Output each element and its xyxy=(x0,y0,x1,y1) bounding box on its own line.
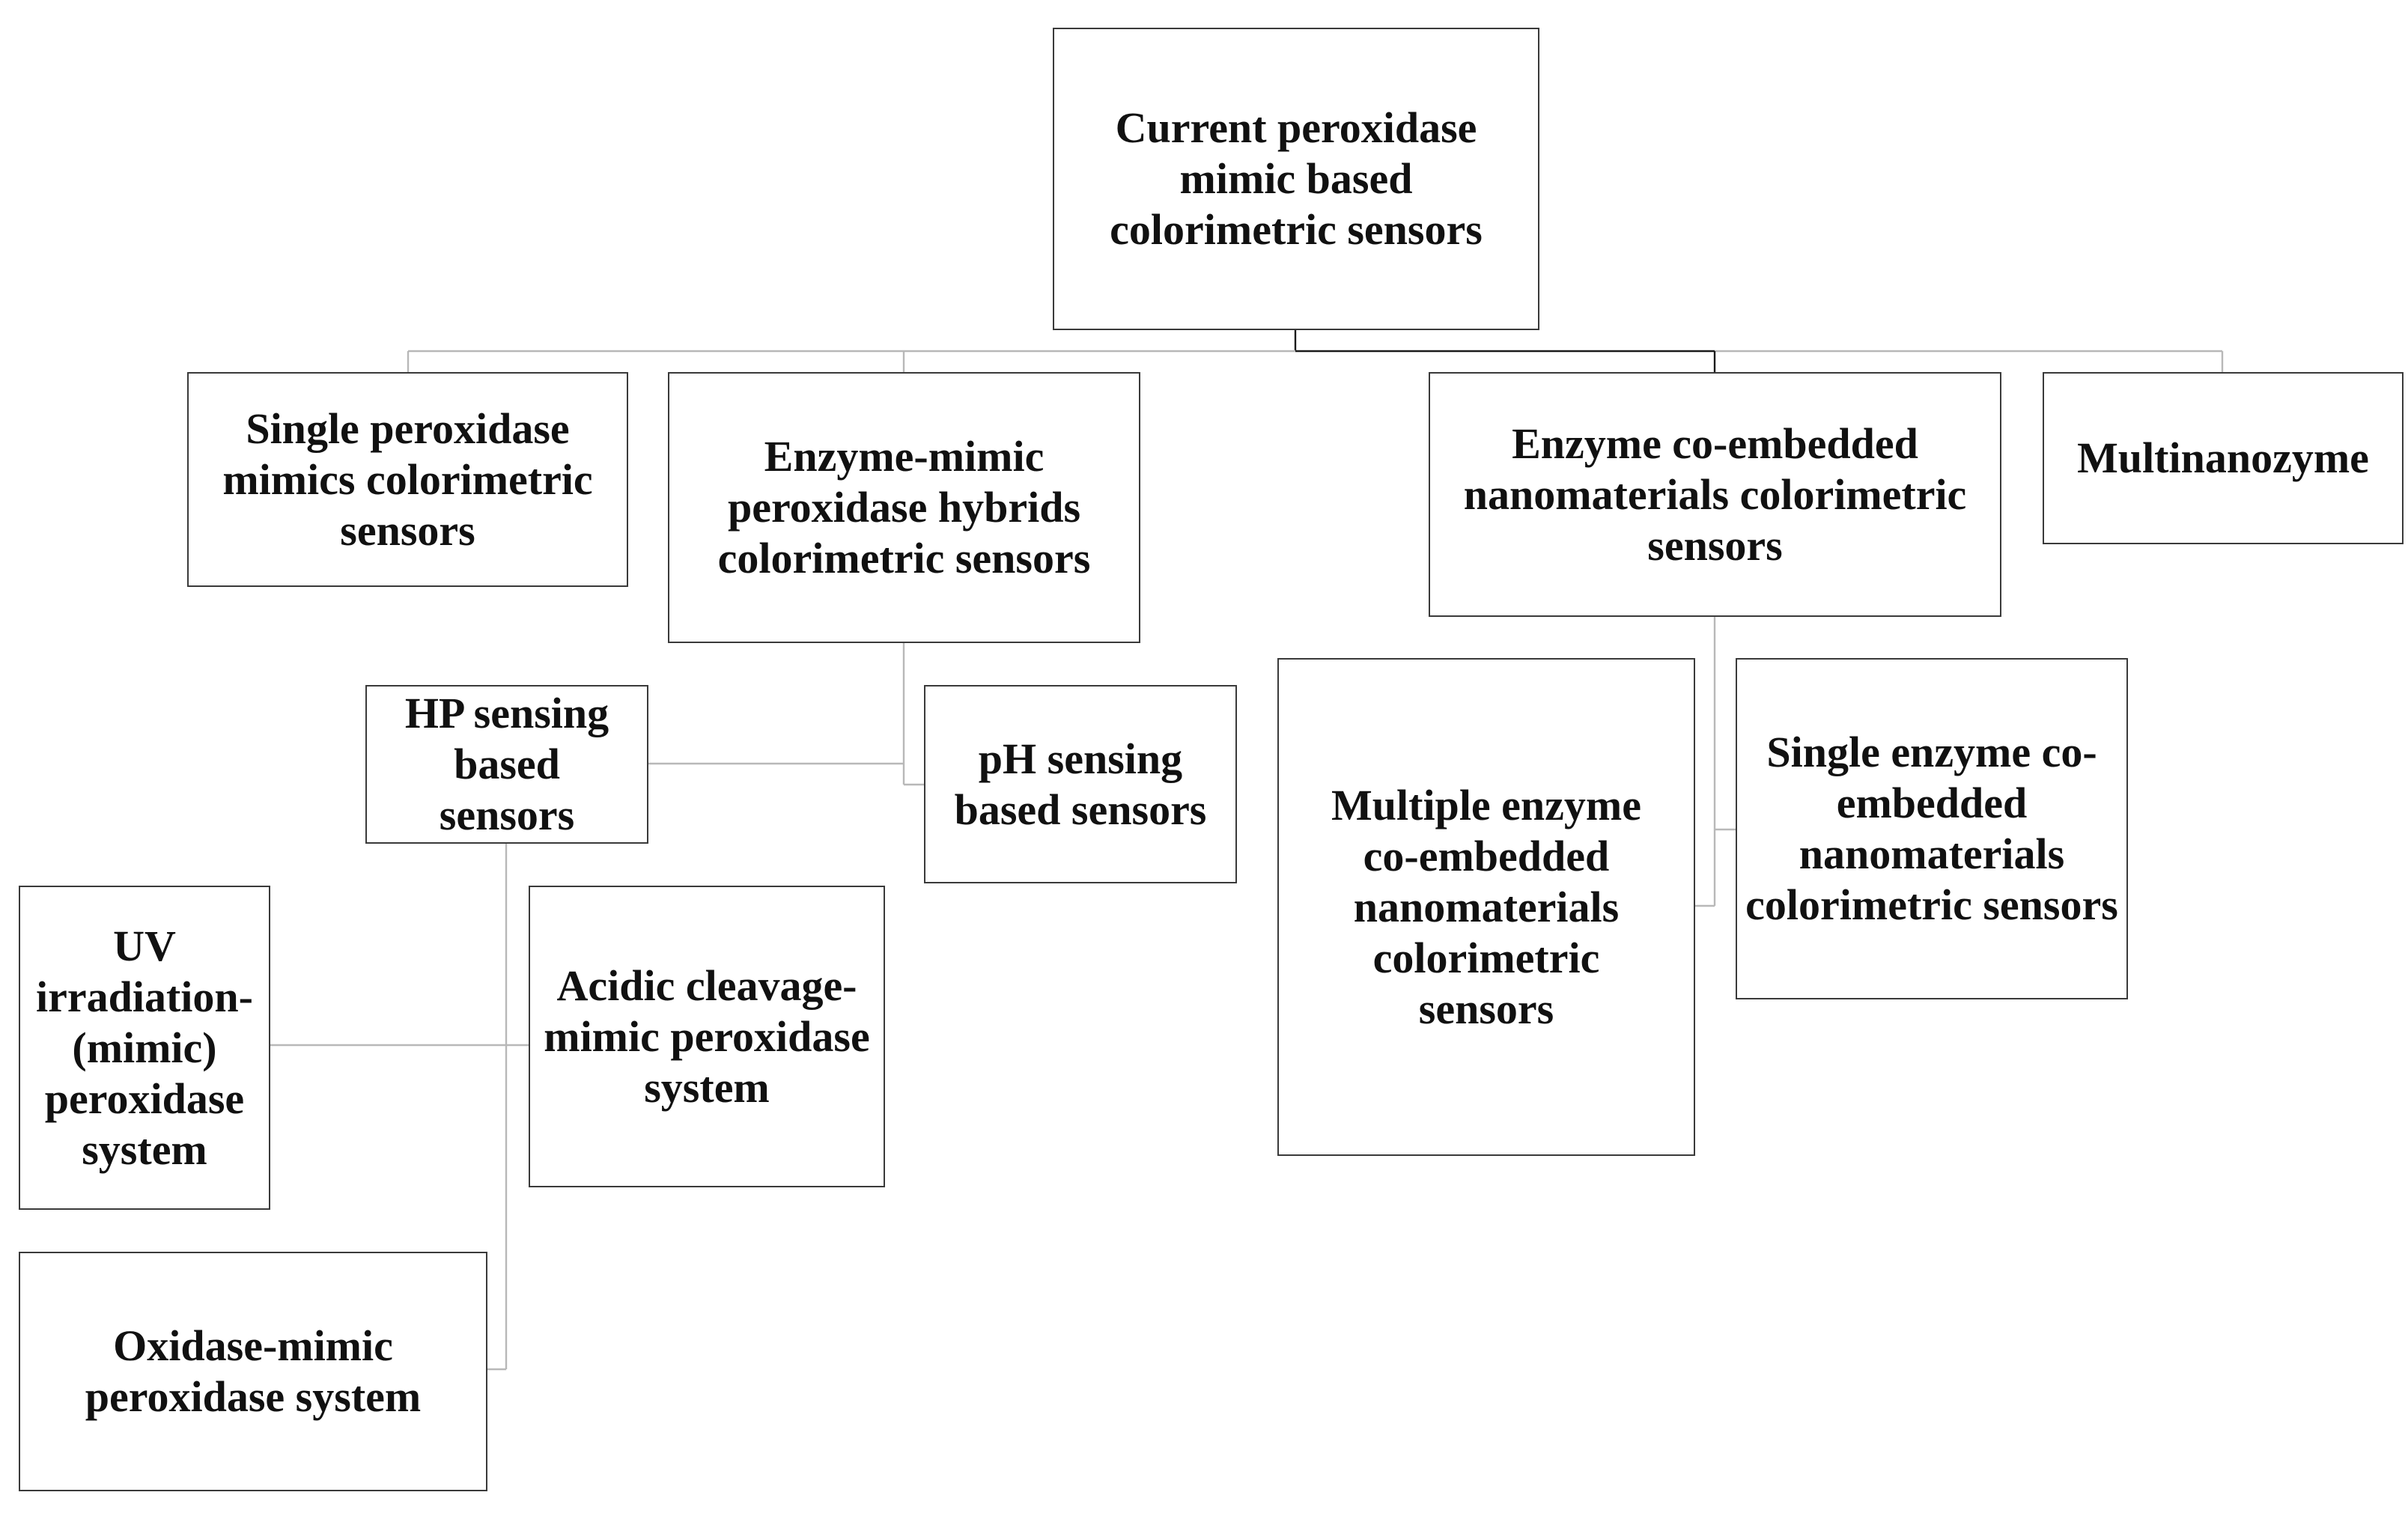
node-ph-sensing-label: pH sensing based sensors xyxy=(954,734,1207,834)
root-label: Current peroxidase mimic based colorimet… xyxy=(1110,103,1483,254)
node-hp-sensing: HP sensing based sensors xyxy=(365,685,648,844)
node-multiple-enzyme: Multiple enzyme co-embedded nanomaterial… xyxy=(1277,658,1695,1156)
node-single-peroxidase-label: Single peroxidase mimics colorimetric se… xyxy=(222,404,593,555)
node-hybrids: Enzyme-mimic peroxidase hybrids colorime… xyxy=(668,372,1140,643)
root-node: Current peroxidase mimic based colorimet… xyxy=(1053,28,1539,330)
node-single-enzyme-label: Single enzyme co-embedded nanomaterials … xyxy=(1745,728,2118,929)
node-coembedded: Enzyme co-embedded nanomaterials colorim… xyxy=(1429,372,2001,617)
node-coembedded-label: Enzyme co-embedded nanomaterials colorim… xyxy=(1463,418,1967,570)
node-ph-sensing: pH sensing based sensors xyxy=(924,685,1237,883)
node-single-enzyme: Single enzyme co-embedded nanomaterials … xyxy=(1736,658,2128,999)
node-oxidase-mimic: Oxidase-mimic peroxidase system xyxy=(19,1252,487,1491)
node-single-peroxidase: Single peroxidase mimics colorimetric se… xyxy=(187,372,628,587)
node-hybrids-label: Enzyme-mimic peroxidase hybrids colorime… xyxy=(717,432,1091,582)
node-multiple-enzyme-label: Multiple enzyme co-embedded nanomaterial… xyxy=(1331,780,1641,1033)
node-multinanozyme: Multinanozyme xyxy=(2043,372,2404,544)
node-acidic-cleavage: Acidic cleavage-mimic peroxidase system xyxy=(529,886,885,1187)
node-uv-irradiation-label: UV irradiation-(mimic) peroxidase system xyxy=(36,921,253,1174)
node-oxidase-mimic-label: Oxidase-mimic peroxidase system xyxy=(85,1321,422,1421)
node-uv-irradiation: UV irradiation-(mimic) peroxidase system xyxy=(19,886,270,1210)
node-acidic-cleavage-label: Acidic cleavage-mimic peroxidase system xyxy=(544,961,870,1112)
node-hp-sensing-label: HP sensing based sensors xyxy=(404,689,609,839)
node-multinanozyme-label: Multinanozyme xyxy=(2077,433,2369,482)
